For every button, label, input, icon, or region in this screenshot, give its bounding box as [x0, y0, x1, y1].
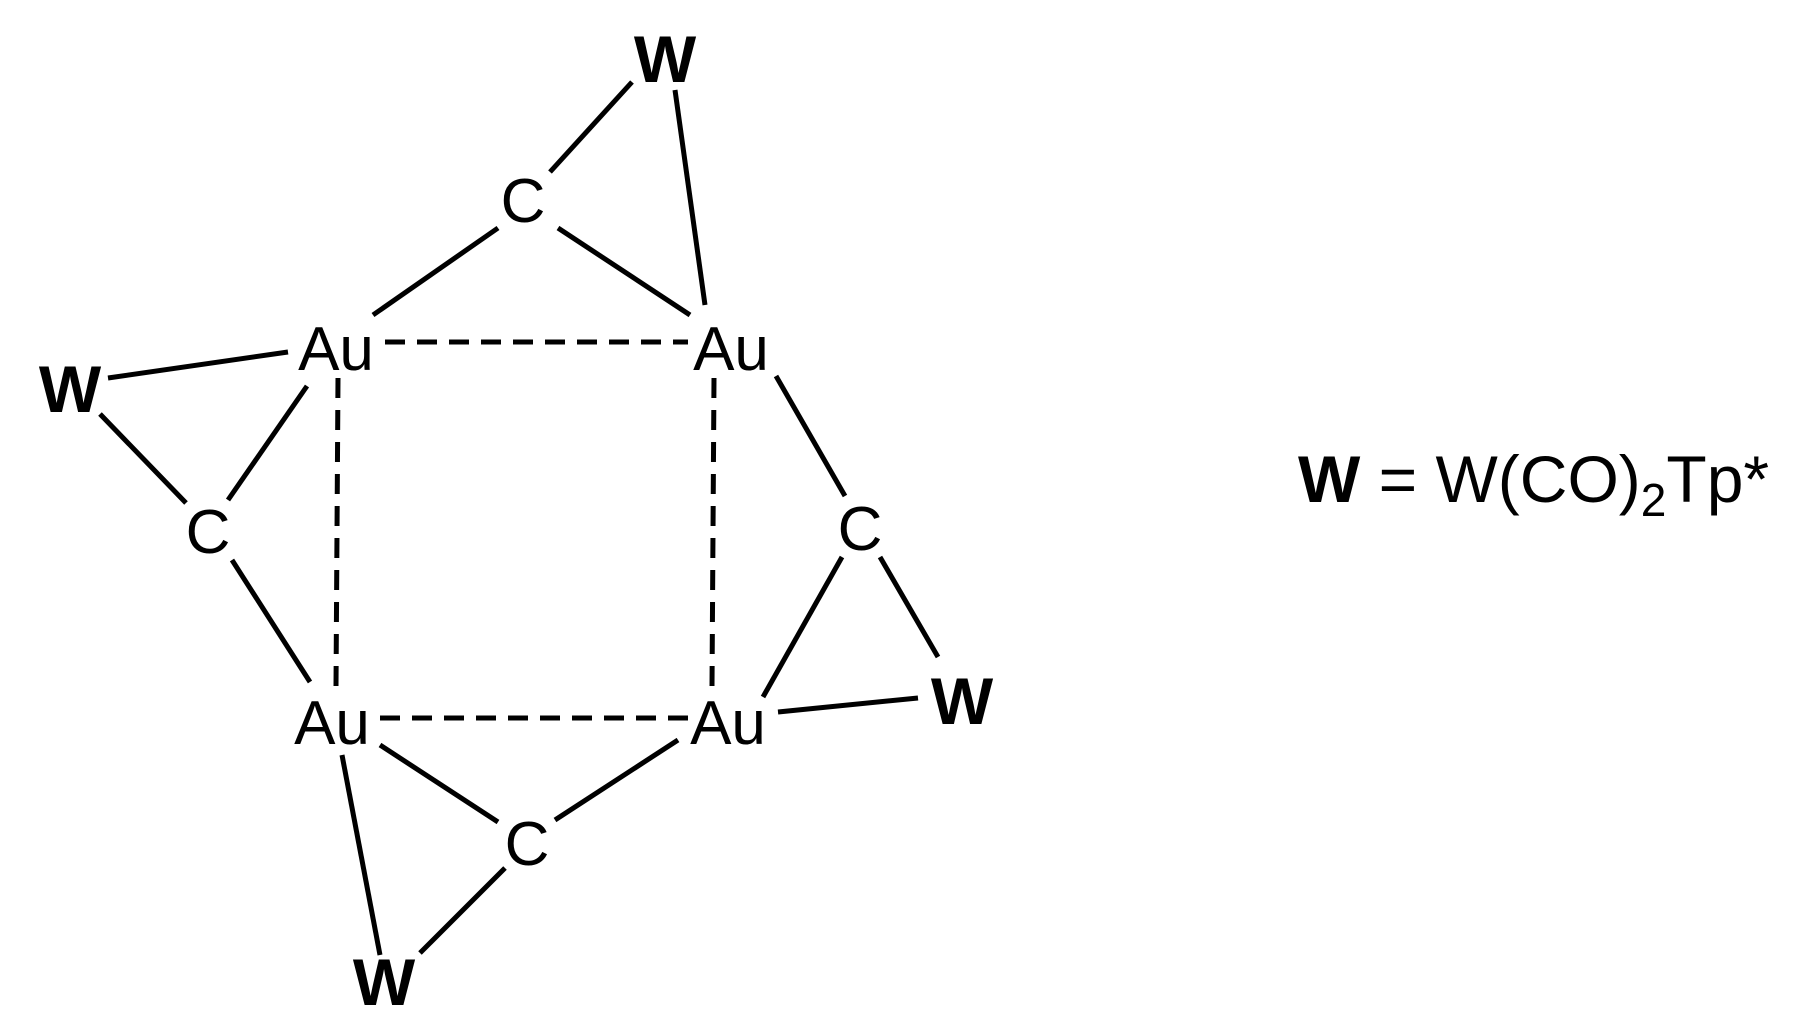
legend-formula-subscript: 2 — [1641, 474, 1667, 526]
bond-au-bottom-left-w-bottom — [339, 754, 383, 956]
bond-c-right-au-bottom-right — [760, 555, 845, 699]
atom-c-right: C — [838, 495, 883, 564]
legend-equals: = — [1360, 442, 1435, 516]
atom-au-bottom-right: Au — [690, 689, 766, 758]
contact-au-left — [333, 377, 341, 687]
atom-au-top-left: Au — [298, 315, 374, 384]
bond-au-bottom-right-w-right — [777, 695, 919, 715]
bond-c-bottom-au-bottom-right — [553, 737, 680, 823]
bond-c-left-au-top-left — [225, 384, 310, 502]
atom-c-left: C — [186, 498, 231, 567]
bond-c-left-au-bottom-left — [229, 558, 313, 684]
atom-w-left: W — [39, 352, 102, 426]
atom-w-bottom: W — [353, 945, 416, 1019]
bond-w-left-c-left — [98, 412, 188, 505]
legend-definition: W = W(CO)2Tp* — [1298, 442, 1769, 526]
atom-labels: Au Au Au Au C C C C W W W W — [39, 22, 994, 1019]
legend-formula-end: Tp* — [1666, 442, 1769, 516]
atom-au-bottom-left: Au — [294, 689, 370, 758]
bond-au-top-right-c-right — [773, 374, 848, 498]
legend-symbol: W — [1298, 442, 1361, 516]
solid-bonds — [98, 80, 941, 956]
bond-w-top-c-top — [548, 80, 634, 174]
contact-au-right — [709, 377, 717, 687]
atom-au-top-right: Au — [693, 315, 769, 384]
bond-w-left-au-top-left — [107, 349, 289, 381]
legend-formula-start: W(CO) — [1436, 442, 1641, 516]
atom-w-top: W — [634, 22, 697, 96]
bond-c-top-au-top-left — [371, 225, 500, 318]
atom-c-bottom: C — [505, 810, 550, 879]
bond-c-top-au-top-right — [556, 225, 692, 318]
bond-c-right-w-right — [877, 555, 941, 659]
atom-w-right: W — [931, 664, 994, 738]
bond-w-top-au-top-right — [672, 89, 708, 306]
atom-c-top: C — [501, 167, 546, 236]
bond-c-bottom-w-bottom — [418, 866, 507, 955]
bond-au-bottom-left-c-bottom — [378, 742, 500, 825]
aurophilic-contacts — [333, 339, 717, 721]
